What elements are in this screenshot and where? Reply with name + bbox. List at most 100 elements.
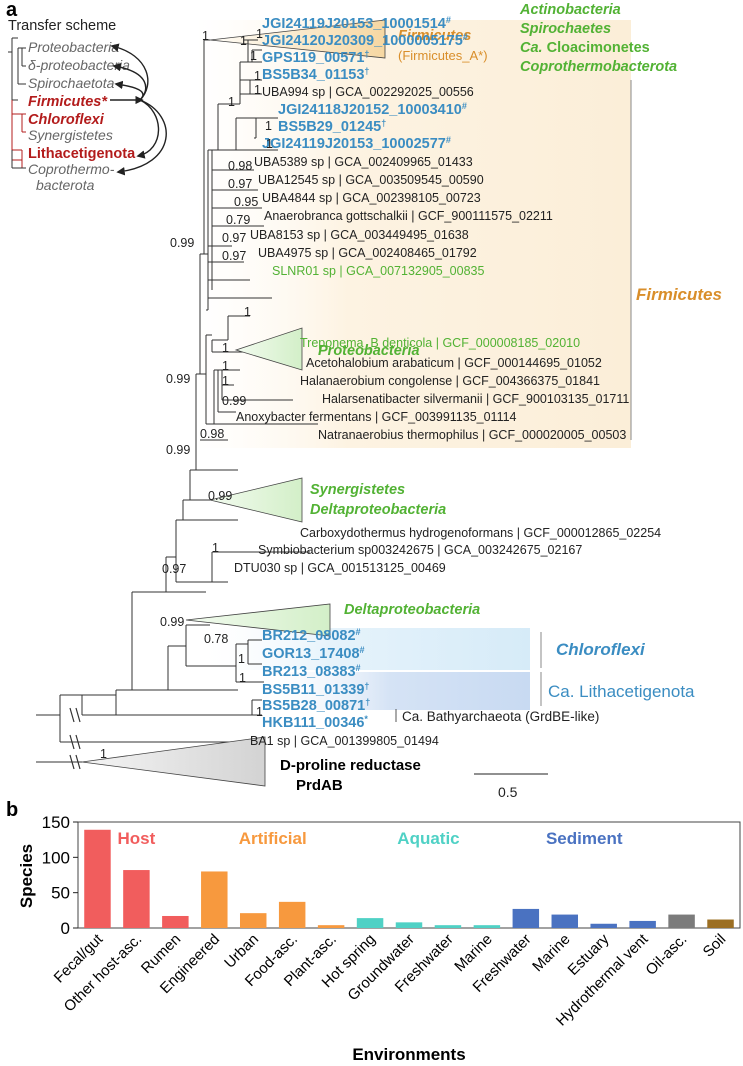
outgroup-label-line1: D-proline reductase [280, 757, 421, 774]
top-group-spirochaetes: Spirochaetes [520, 21, 611, 37]
tree-leaf-marker: # [446, 15, 451, 25]
scheme-tree-red [11, 100, 26, 168]
firmicutes-collapsed-clade [209, 19, 386, 59]
proteobacteria-collapsed-clade [234, 327, 303, 371]
support-value: 1 [222, 359, 229, 373]
scheme-arrow-litha [136, 99, 160, 159]
tree-leaf-name: UBA8153 sp | GCA_003449495_01638 [250, 228, 469, 242]
branch-break-3 [69, 754, 81, 770]
bar [317, 925, 345, 928]
deltaproteobacteria-clade-label-2: Deltaproteobacteria [344, 602, 480, 618]
support-value: 0.99 [208, 489, 232, 503]
firmicutes-group-label: Firmicutes [636, 285, 722, 304]
tree-leaf: JGI24118J20152_10003410# [278, 101, 467, 118]
tree-leaf-name: Carboxydothermus hydrogenoformans | GCF_… [300, 526, 661, 540]
top-group-coprothermobacterota: Coprothermobacterota [520, 59, 677, 75]
group-label: Host [118, 829, 156, 848]
scheme-lithacetigenota: Lithacetigenota [28, 146, 136, 162]
support-value: 1 [254, 69, 261, 83]
tree-leaf-marker: † [364, 49, 369, 59]
tree-leaf-name: Anaerobranca gottschalkii | GCF_90011157… [264, 209, 553, 223]
tree-leaf-name: BS5B29_01245 [278, 119, 381, 135]
support-value: 0.98 [228, 159, 252, 173]
tree-leaf-name: HKB111_00346 [262, 715, 364, 731]
tree-leaf-name: UBA4844 sp | GCA_002398105_00723 [262, 191, 481, 205]
tree-leaf-marker: # [446, 135, 451, 145]
y-tick-label: 150 [42, 813, 70, 832]
outgroup-label-line2: PrdAB [296, 777, 343, 794]
scheme-tree-black [8, 37, 26, 101]
support-value: 1 [202, 29, 209, 43]
scheme-arrow-copro [116, 99, 167, 176]
tree-leaf: Symbiobacterium sp003242675 | GCA_003242… [258, 543, 582, 557]
tree-leaf-marker: * [364, 714, 368, 724]
scheme-bacterota: bacterota [36, 177, 95, 193]
panel-a-label: a [6, 0, 18, 21]
scheme-arrow-spiro [114, 80, 144, 101]
proteobacteria-clade-label: Proteobacteria [318, 343, 420, 359]
top-group-cloacimonetes: Ca. Cloacimonetes [520, 40, 650, 56]
bar [512, 908, 540, 928]
support-value: 0.97 [222, 249, 246, 263]
bar [278, 901, 306, 928]
tree-leaf-marker: # [462, 101, 467, 111]
tree-leaf: BR213_08383# [262, 663, 361, 680]
support-value: 0.78 [204, 632, 228, 646]
y-tick-label: 100 [42, 848, 70, 867]
scale-bar-label: 0.5 [498, 784, 518, 800]
tree-leaf: UBA4975 sp | GCA_002408465_01792 [258, 246, 477, 260]
support-value: 0.97 [162, 562, 186, 576]
tree-leaf: JGI24119J20153_10001514# [262, 15, 451, 32]
bar [668, 914, 695, 928]
tree-leaf: UBA4844 sp | GCA_002398105_00723 [262, 191, 481, 205]
tree-leaf: Natranaerobius thermophilus | GCF_000020… [318, 428, 626, 442]
transfer-scheme: Transfer scheme Proteobacteria δ-proteob… [8, 18, 167, 193]
deltaproteobacteria-collapsed-clade [185, 603, 331, 637]
tree-leaf-name: BR213_08383 [262, 664, 356, 680]
bar [395, 922, 423, 928]
chloroflexi-group-label: Chloroflexi [556, 640, 646, 659]
scheme-firmicutes: Firmicutes* [28, 94, 108, 110]
tree-leaf: BA1 sp | GCA_001399805_01494 [250, 734, 439, 748]
tree-leaf-name: SLNR01 sp | GCA_007132905_00835 [272, 264, 484, 278]
bar [473, 925, 501, 928]
support-value: 0.97 [228, 177, 252, 191]
y-axis-label: Species [17, 844, 36, 908]
firmicutes-clade-sub: (Firmicutes_A*) [398, 48, 488, 63]
support-value: 1 [222, 341, 229, 355]
scheme-delta-proteobacteria: δ-proteobacteria [28, 57, 130, 73]
tree-leaf: UBA5389 sp | GCA_002409965_01433 [254, 155, 473, 169]
tree-leaf: BS5B11_01339† [262, 681, 369, 698]
support-value: 1 [244, 305, 251, 319]
tree-leaf: Halanaerobium congolense | GCF_004366375… [300, 374, 600, 388]
tree-leaf: Acetohalobium arabaticum | GCF_000144695… [306, 356, 602, 370]
tree-leaf-name: JGI24119J20153_10001514 [262, 16, 446, 32]
support-value: 0.99 [166, 443, 190, 457]
tree-leaf-name: Halanaerobium congolense | GCF_004366375… [300, 374, 600, 388]
tree-branches [36, 39, 318, 743]
bar [590, 923, 617, 928]
scheme-chloroflexi: Chloroflexi [28, 112, 105, 128]
bar [162, 915, 189, 928]
bar [84, 829, 111, 928]
top-group-cloacimonetes-name: Cloacimonetes [543, 40, 650, 56]
tree-leaf: DTU030 sp | GCA_001513125_00469 [234, 561, 446, 575]
tree-leaf-name: Halarsenatibacter silvermanii | GCF_9001… [322, 392, 629, 406]
tree-leaf-name: Acetohalobium arabaticum | GCF_000144695… [306, 356, 602, 370]
tree-leaf-marker: # [356, 627, 361, 637]
support-value: 0.99 [170, 236, 194, 250]
bar [551, 914, 579, 928]
support-value: 1 [250, 49, 257, 63]
bar [434, 925, 462, 928]
support-value: 0.97 [222, 231, 246, 245]
y-tick-label: 50 [51, 884, 70, 903]
tree-leaf-marker: † [364, 66, 369, 76]
outgroup-support: 1 [100, 747, 107, 761]
tree-leaf-name: UBA994 sp | GCA_002292025_00556 [262, 85, 474, 99]
tree-leaf-name: DTU030 sp | GCA_001513125_00469 [234, 561, 446, 575]
tree-leaf: GPS119_00571† [262, 49, 369, 66]
panel-b-label: b [6, 799, 18, 821]
tree-leaf-name: GOR13_17408 [262, 646, 360, 662]
tree-leaf: BS5B34_01153† [262, 66, 369, 83]
